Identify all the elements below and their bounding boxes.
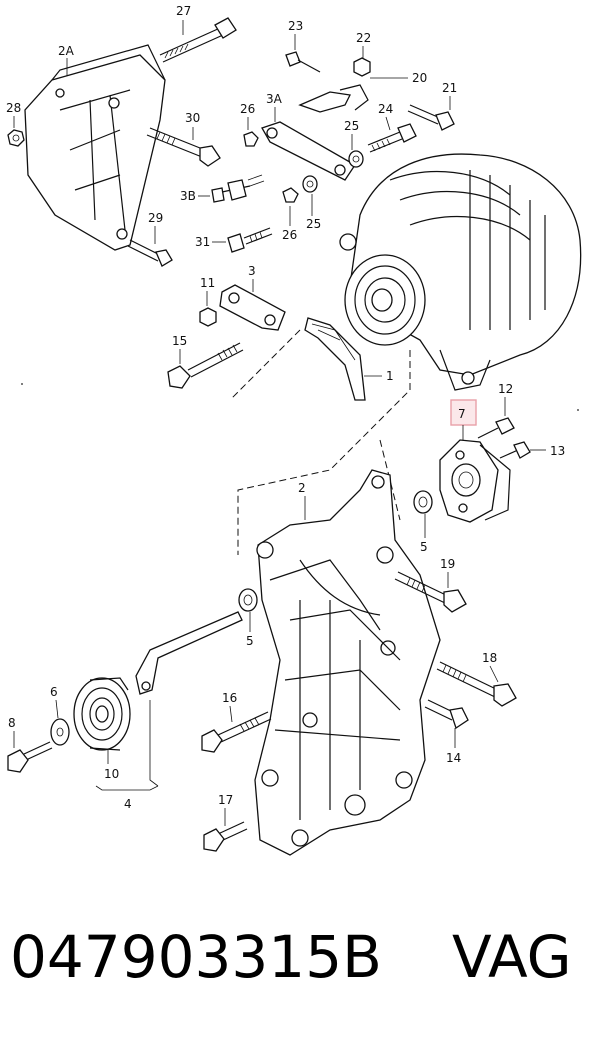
label-23: 23	[288, 19, 303, 33]
idler-arm	[135, 611, 243, 695]
label-21: 21	[442, 81, 457, 95]
label-25b: 25	[306, 217, 321, 231]
bolt-17	[203, 821, 248, 852]
bolt-19	[394, 571, 467, 613]
bolt-29	[127, 239, 173, 267]
label-15: 15	[172, 334, 187, 348]
label-2: 2	[298, 481, 306, 495]
idler-pulley-10	[73, 677, 131, 751]
bolt-30	[146, 127, 221, 167]
brand-name: VAG	[452, 923, 572, 991]
exploded-parts-diagram: 27 2A 28 30 29 23 22 20	[6, 4, 582, 856]
washer-5b	[238, 588, 258, 612]
washer-5a	[413, 490, 433, 514]
bolt-27	[159, 17, 237, 63]
label-1: 1	[386, 369, 394, 383]
part-number-code: 047903315B	[10, 923, 382, 991]
bracket-2	[254, 469, 441, 856]
washer-25a	[348, 150, 364, 168]
nut-11	[199, 307, 217, 327]
label-26b: 26	[282, 228, 297, 242]
label-22: 22	[356, 31, 371, 45]
label-6: 6	[50, 685, 58, 699]
label-29: 29	[148, 211, 163, 225]
bolt-24	[367, 123, 417, 153]
bolt-18	[436, 661, 517, 707]
bolt-15	[167, 342, 244, 389]
nut-26a	[243, 131, 259, 147]
sensor-3b	[211, 174, 265, 203]
label-17: 17	[218, 793, 233, 807]
washer-25b	[302, 175, 318, 193]
label-26a: 26	[240, 102, 255, 116]
label-3: 3	[248, 264, 256, 278]
label-24: 24	[378, 102, 393, 116]
label-12: 12	[498, 382, 513, 396]
label-11: 11	[200, 276, 215, 290]
label-2a: 2A	[58, 44, 75, 58]
label-3b: 3B	[180, 189, 196, 203]
alternator	[339, 153, 582, 391]
label-14: 14	[446, 751, 461, 765]
bolt-12	[477, 417, 515, 439]
bracket-3a	[261, 84, 369, 181]
highlight-box-7	[450, 399, 477, 426]
group-bracket-4	[95, 700, 159, 791]
sensor-31	[227, 227, 273, 253]
label-16: 16	[222, 691, 237, 705]
v-belt-1	[229, 317, 366, 401]
bolt-14	[424, 699, 469, 730]
label-8: 8	[8, 716, 16, 730]
bracket-2a	[24, 44, 166, 251]
washer-6	[50, 718, 70, 746]
nut-28	[7, 129, 25, 147]
label-5a: 5	[420, 540, 428, 554]
label-5b: 5	[246, 634, 254, 648]
bolt-13	[499, 441, 531, 459]
label-18: 18	[482, 651, 497, 665]
label-31: 31	[195, 235, 210, 249]
label-13: 13	[550, 444, 565, 458]
label-3a: 3A	[266, 92, 283, 106]
nut-22	[353, 57, 371, 77]
bolt-16	[201, 711, 272, 753]
label-10: 10	[104, 767, 119, 781]
tensioner-7	[439, 439, 511, 523]
bracket-3	[219, 284, 286, 331]
label-4: 4	[124, 797, 132, 811]
nut-26b	[282, 187, 299, 203]
bolt-23	[285, 51, 321, 73]
label-7: 7	[458, 407, 466, 421]
bolt-21	[407, 104, 455, 131]
label-27: 27	[176, 4, 191, 18]
label-25a: 25	[344, 119, 359, 133]
bolt-8	[7, 741, 53, 773]
label-30: 30	[185, 111, 200, 125]
label-28: 28	[6, 101, 21, 115]
label-19: 19	[440, 557, 455, 571]
label-20: 20	[412, 71, 427, 85]
